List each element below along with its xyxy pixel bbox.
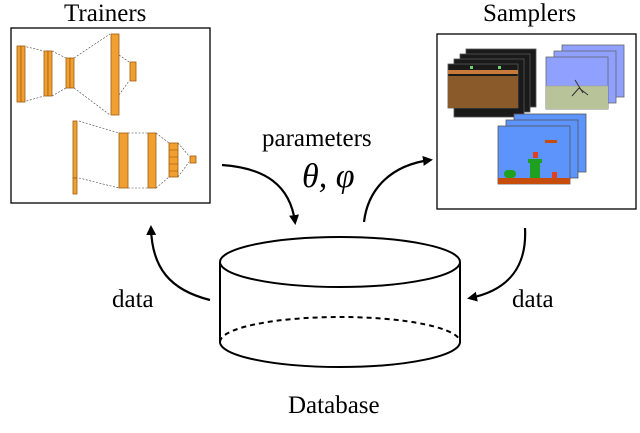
samplers-title: Samplers [483,0,577,27]
data-right-label: data [512,286,554,313]
neural-network-layers-icon [16,33,197,195]
arrow-trainers-to-database [221,163,300,225]
parameters-label: parameters [262,125,372,152]
trainers-title: Trainers [64,0,147,27]
mujoco-simulation-screens-icon [545,44,625,110]
cylinder-database-icon [219,236,461,368]
arrow-samplers-to-database [467,227,527,302]
atari-game-screens-icon [447,48,537,118]
arrow-database-to-samplers [362,155,433,223]
mario-game-screens-icon [497,113,587,185]
theta-phi-label: θ, φ [302,158,355,195]
data-left-label: data [112,286,154,313]
trainers-box [10,27,211,204]
arrow-database-to-trainers [146,225,211,302]
database-label: Database [288,392,380,419]
